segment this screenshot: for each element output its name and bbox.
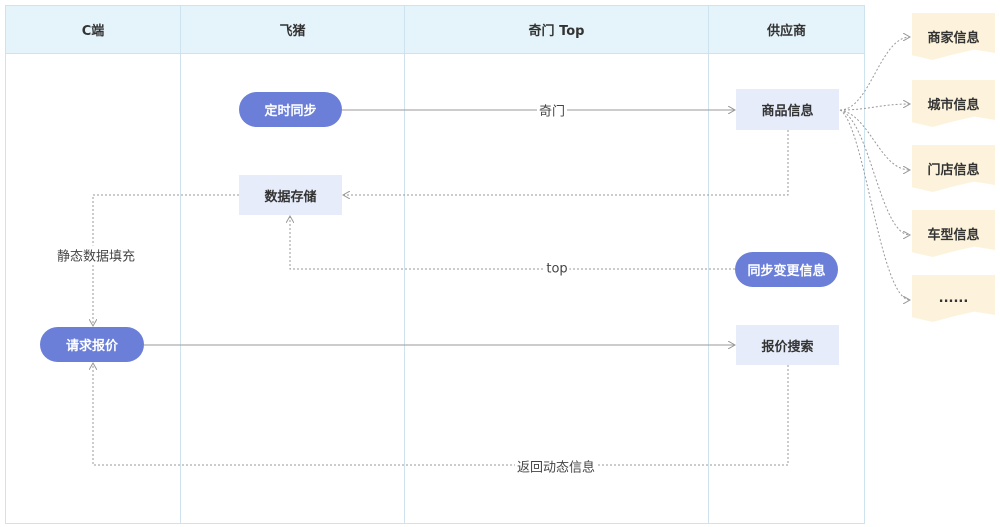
- edge-label-static-fill: 静态数据填充: [54, 245, 138, 265]
- lane-header: 飞猪: [181, 6, 404, 54]
- edge-label-top: top: [544, 261, 570, 277]
- edge-top: [290, 216, 735, 270]
- edge-static: [93, 194, 239, 326]
- node-sync-change[interactable]: 同步变更信息: [735, 252, 838, 287]
- lane-header: 供应商: [709, 6, 864, 54]
- node-request-quote[interactable]: 请求报价: [40, 327, 144, 362]
- doc-city-info[interactable]: 城市信息: [912, 80, 995, 127]
- node-data-storage[interactable]: 数据存储: [239, 175, 342, 215]
- node-timed-sync[interactable]: 定时同步: [239, 92, 342, 127]
- lane-c-end: C端: [5, 5, 181, 524]
- edge-label-qimen: 奇门: [536, 100, 568, 120]
- edge-return: [93, 363, 789, 466]
- edge-label-return-dynamic: 返回动态信息: [514, 456, 598, 476]
- node-product-info[interactable]: 商品信息: [736, 89, 839, 130]
- lane-header: 奇门 Top: [405, 6, 708, 54]
- edge-store: [343, 130, 789, 195]
- lane-supplier: 供应商: [708, 5, 865, 524]
- lane-fliggy: 飞猪: [180, 5, 405, 524]
- lane-qimen-top: 奇门 Top: [404, 5, 709, 524]
- node-quote-search[interactable]: 报价搜索: [736, 325, 839, 365]
- lane-header: C端: [6, 6, 180, 54]
- doc-store-info[interactable]: 门店信息: [912, 145, 995, 192]
